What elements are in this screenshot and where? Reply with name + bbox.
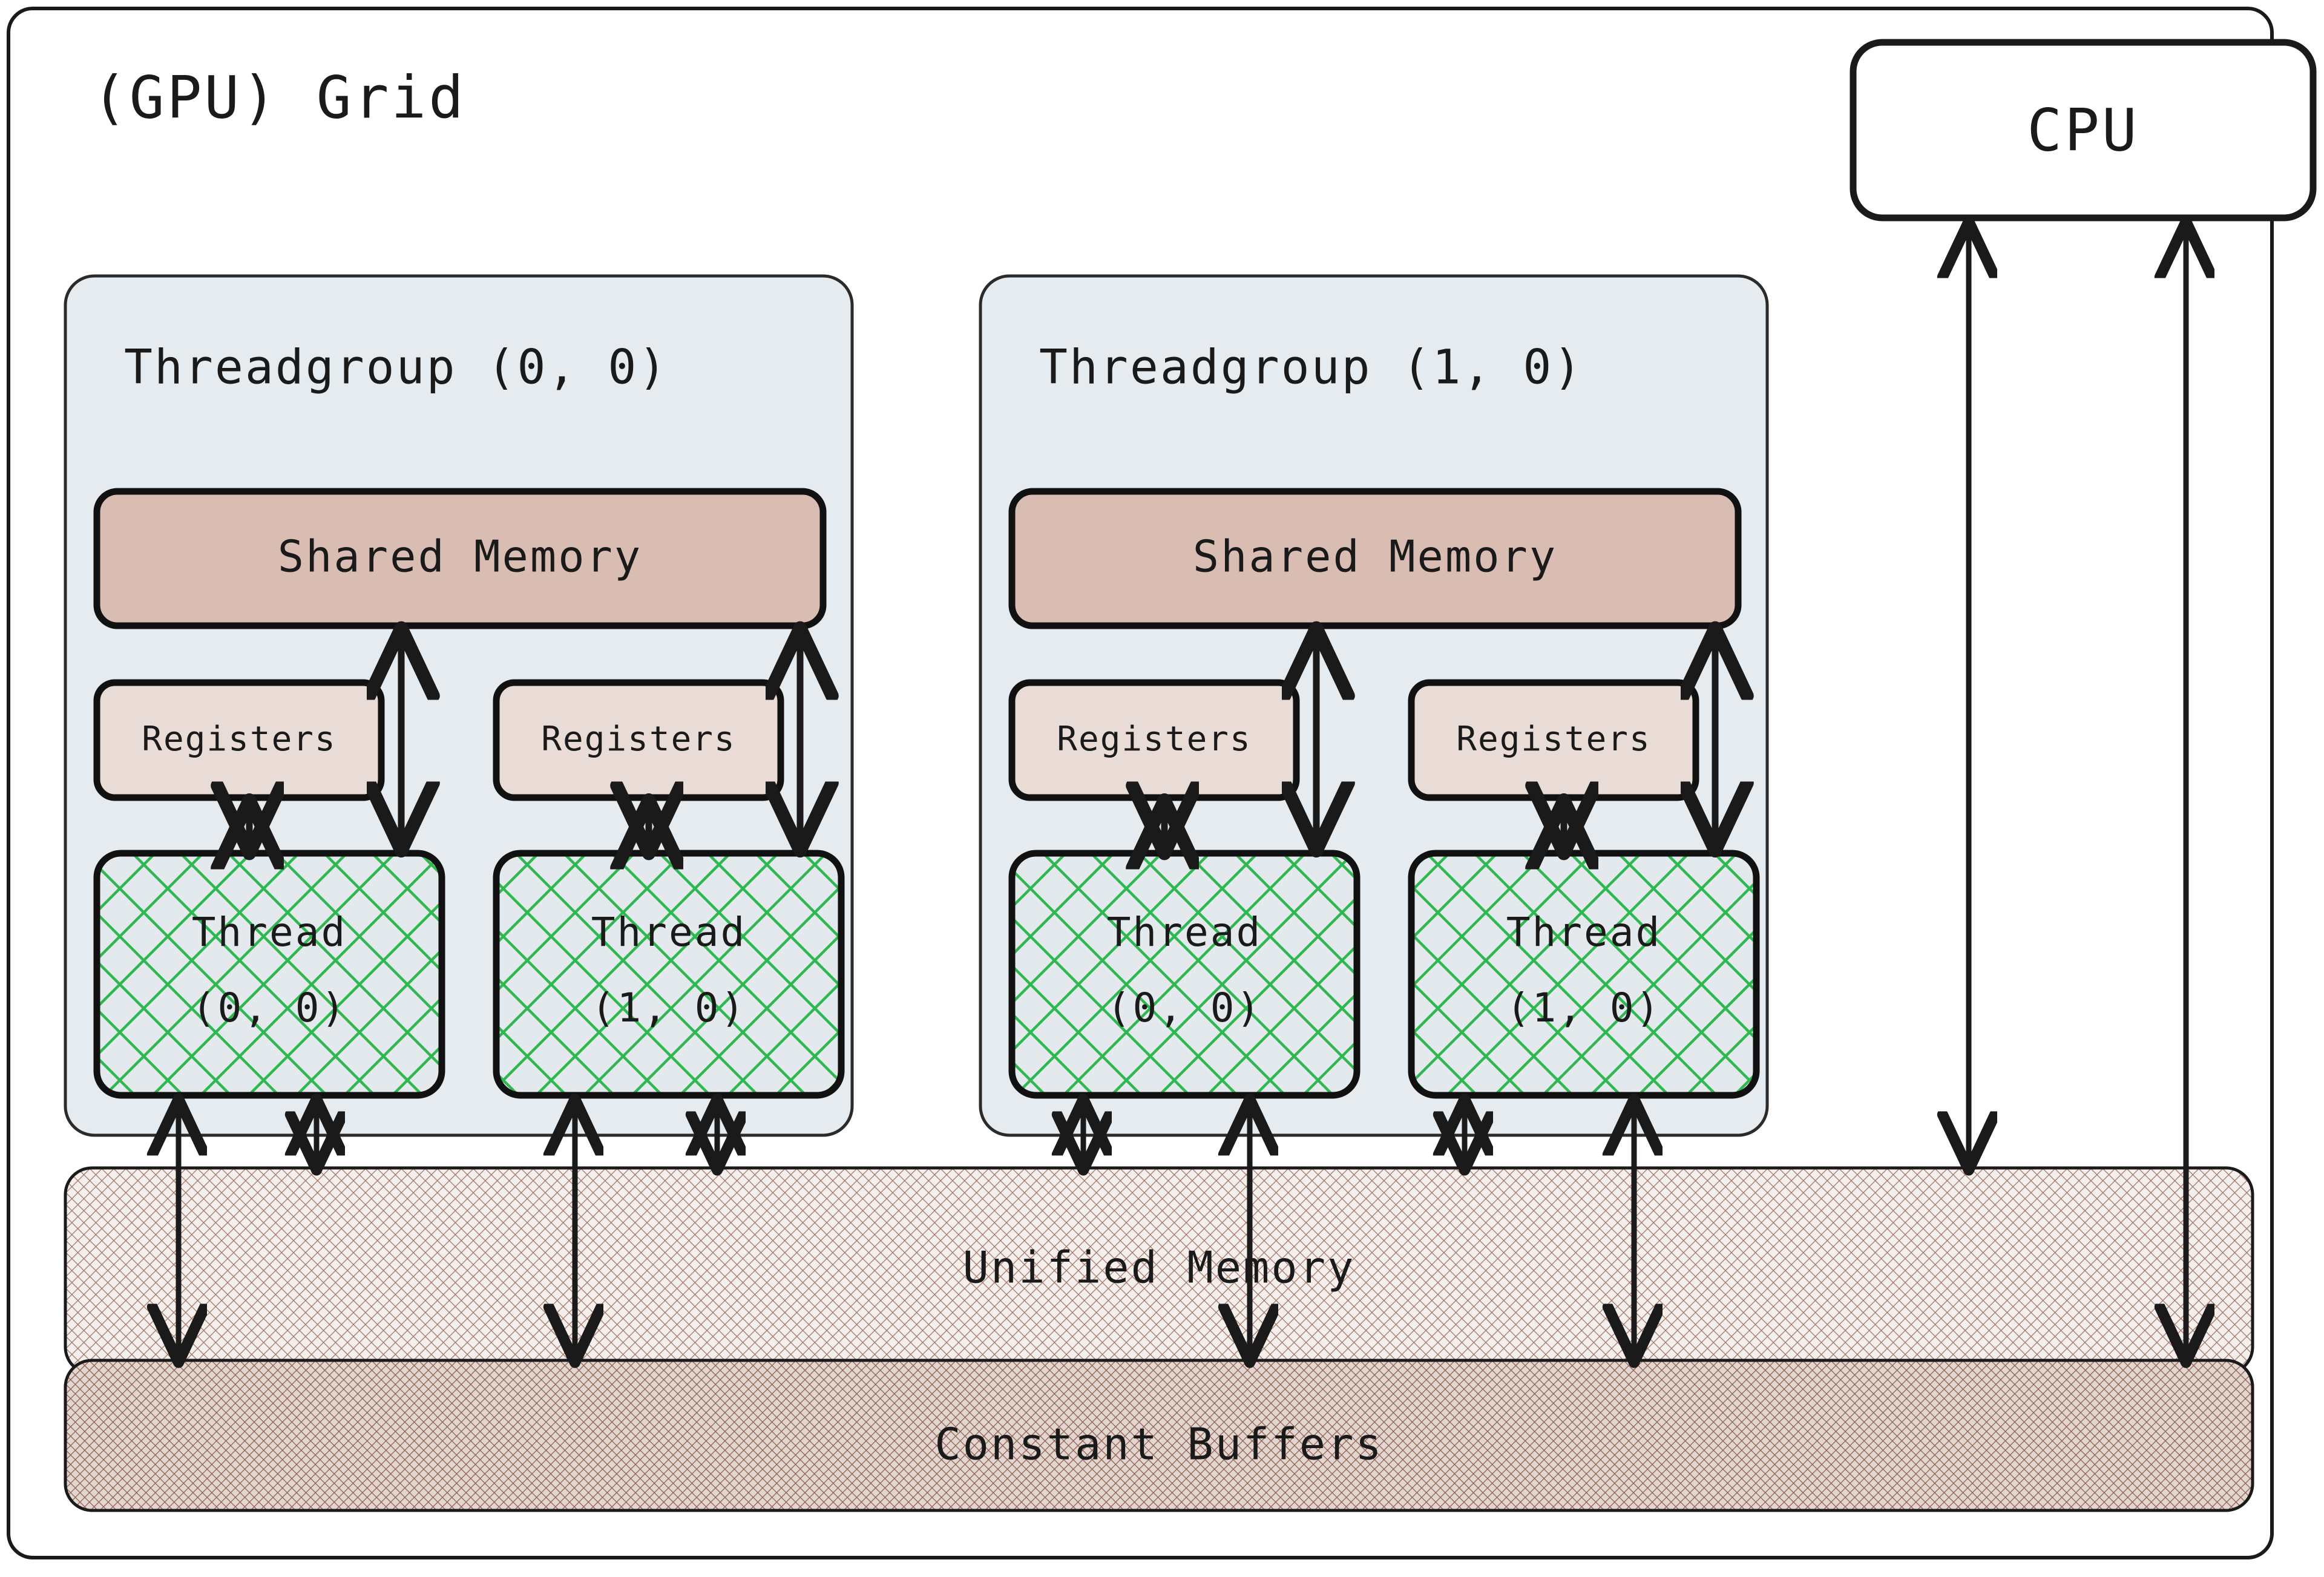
shared-memory-box-0[interactable] [93,488,827,629]
thread-label-0-1: Thread [591,909,746,956]
thread-label-1-0: Thread [1107,909,1262,956]
threadgroup-1[interactable]: Threadgroup (1, 0) Shared Memory Registe… [979,274,1769,1137]
threadgroup-1-label: Threadgroup (1, 0) [1039,340,1583,395]
shared-memory-label-0: Shared Memory [278,531,643,582]
cpu-node[interactable]: CPU [1850,39,2317,221]
thread-box-1-1[interactable] [1408,850,1760,1099]
registers-label-0-0: Registers [142,720,336,759]
cpu-box[interactable] [1850,39,2317,221]
registers-label-1-0: Registers [1057,720,1251,759]
thread-id-0-0: (0, 0) [192,985,347,1031]
threadgroup-0[interactable]: Threadgroup (0, 0) Shared Memory Registe… [64,274,854,1137]
registers-label-1-1: Registers [1456,720,1650,759]
thread-label-1-1: Thread [1506,909,1661,956]
threadgroup-0-label: Threadgroup (0, 0) [124,340,668,395]
thread-box-0-1[interactable] [493,850,845,1099]
thread-label-0-0: Thread [192,909,347,956]
shared-memory-box-1[interactable] [1008,488,1742,629]
thread-id-1-1: (1, 0) [1506,985,1661,1031]
unified-memory-label: Unified Memory [963,1242,1356,1293]
shared-memory-label-1: Shared Memory [1193,531,1558,582]
thread-id-0-1: (1, 0) [591,985,746,1031]
thread-box-1-0[interactable] [1008,850,1361,1099]
constant-buffers[interactable]: Constant Buffers [64,1359,2254,1512]
constant-buffers-box[interactable] [64,1359,2254,1512]
page-title: (GPU) Grid [92,64,466,131]
thread-id-1-0: (0, 0) [1107,985,1262,1031]
constant-buffers-label: Constant Buffers [934,1419,1384,1470]
thread-memory-arrows [179,1099,1634,1360]
unified-memory[interactable]: Unified Memory [64,1166,2254,1375]
thread-box-0-0[interactable] [93,850,445,1099]
registers-label-0-1: Registers [541,720,735,759]
cpu-label: CPU [2027,96,2139,164]
